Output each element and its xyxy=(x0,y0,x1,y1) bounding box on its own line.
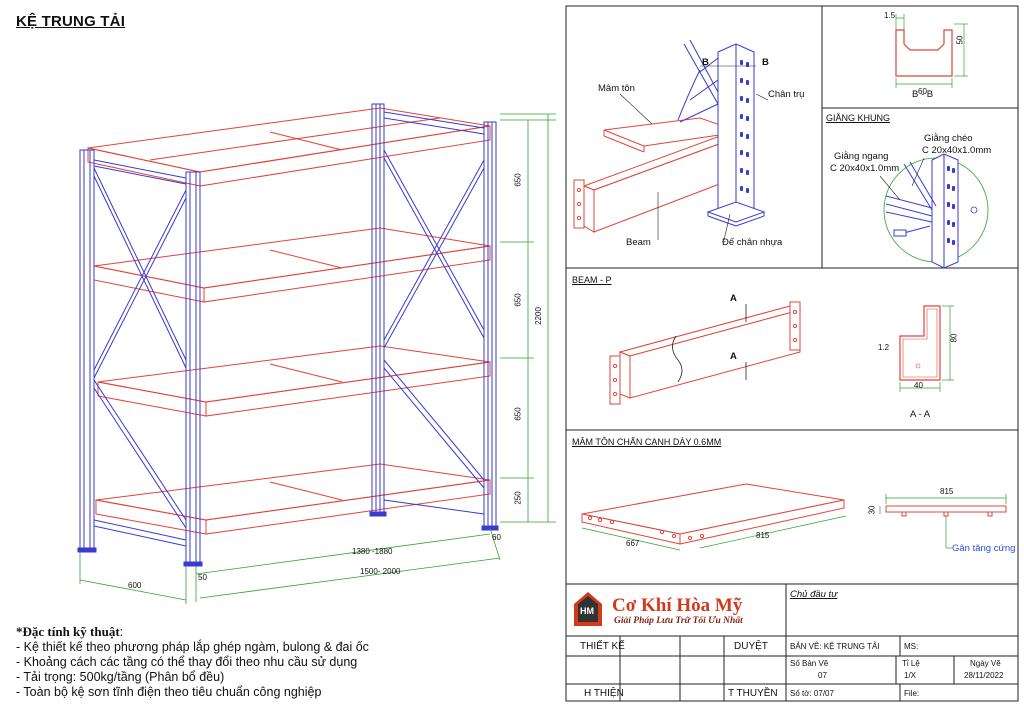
brand-name: Cơ Khí Hòa Mỹ xyxy=(612,595,743,616)
tb-file: File: xyxy=(904,689,920,698)
label-b-right: B xyxy=(762,57,769,68)
shelf-layers xyxy=(87,107,491,535)
giang-ngang-spec: C 20x40x1.0mm xyxy=(830,163,900,174)
brand-slogan: Giải Pháp Lưu Trữ Tối Ưu Nhất xyxy=(614,616,743,626)
technical-specs: *Đặc tính kỹ thuật: - Kệ thiết kế theo p… xyxy=(16,624,369,700)
tb-so-ban-ve-label: Số Bản Vẽ xyxy=(790,659,829,668)
tb-thiet-ke: THIẾT KẾ xyxy=(580,641,625,652)
dim-bottom: 250 xyxy=(513,491,523,505)
giang-khung-title: GIẰNG KHUNG xyxy=(826,113,891,123)
beam-p-title: BEAM - P xyxy=(572,275,612,285)
label-de-chan: Đế chân nhựa xyxy=(722,237,783,248)
dim-post-b: 60 xyxy=(492,533,501,542)
panel-borders xyxy=(565,5,1019,702)
chu-dau-tu: Chủ đầu tư xyxy=(790,589,838,600)
tb-ms: MS: xyxy=(904,642,919,651)
dim-depth: 600 xyxy=(128,581,142,590)
label-b-left: B xyxy=(702,57,709,68)
dim-post-a: 50 xyxy=(198,573,207,582)
side-frames xyxy=(77,103,499,567)
dim-outer-length: 1500- 2000 xyxy=(360,567,401,576)
section-aa-drawing xyxy=(899,305,954,392)
aa-height: 80 xyxy=(949,333,959,343)
page-title: KỆ TRUNG TẢI xyxy=(16,13,126,30)
giang-cheo-label: Giằng chéo xyxy=(924,133,973,144)
specs-colon: : xyxy=(119,625,124,639)
aa-width: 40 xyxy=(914,381,923,390)
label-beam: Beam xyxy=(626,237,651,248)
dim-inner-length: 1380 -1880 xyxy=(352,547,393,556)
rack-main-drawing xyxy=(77,103,556,604)
label-chan-tru: Chân trụ xyxy=(768,89,805,100)
bracing-detail-drawing xyxy=(879,153,989,269)
dim-tier3: 650 xyxy=(513,407,523,421)
beam-p-drawing xyxy=(609,301,802,405)
spec-item: - Tải trọng: 500kg/tầng (Phân bổ đều) xyxy=(16,670,225,684)
label-mam-ton: Mâm tôn xyxy=(598,83,635,94)
tb-t-thuyen: T THUYỀN xyxy=(728,688,778,699)
column-holes xyxy=(740,60,749,193)
mam-ton-depth: 667 xyxy=(626,539,640,548)
bb-thickness: 1.5 xyxy=(884,11,896,20)
tb-ngay-ve: 28/11/2022 xyxy=(964,671,1004,680)
bb-width: 60 xyxy=(918,87,927,96)
shelf-pan-dims xyxy=(581,494,1007,551)
spec-item: - Khoảng cách các tầng có thể thay đổi t… xyxy=(16,655,358,669)
spec-item: - Toàn bộ kệ sơn tĩnh điện theo tiêu chu… xyxy=(16,685,322,699)
beam-p-a-top: A xyxy=(730,293,737,304)
mam-ton-side-height: 30 xyxy=(867,505,877,515)
tb-ti-le: 1/X xyxy=(904,671,917,680)
tb-ngay-ve-label: Ngày Vẽ xyxy=(970,659,1001,668)
giang-ngang-label: Giằng ngang xyxy=(834,151,889,162)
aa-thickness: 1.2 xyxy=(878,343,890,352)
mam-ton-side-length: 815 xyxy=(940,487,954,496)
tb-duyet: DUYỆT xyxy=(734,641,768,652)
main-dimension-lines xyxy=(79,113,556,604)
mam-ton-length: 815 xyxy=(756,531,770,540)
brand-logo: HM xyxy=(574,592,602,626)
tb-so-to: Số tờ: 07/07 xyxy=(790,689,834,698)
mam-ton-title: MÂM TÔN CHẤN CẠNH DÀY 0.6MM xyxy=(572,437,722,447)
tb-h-thien: H THIỆN xyxy=(584,688,624,699)
svg-text:HM: HM xyxy=(580,606,594,616)
tb-so-ban-ve: 07 xyxy=(818,671,827,680)
spec-item: - Kệ thiết kế theo phương pháp lắp ghép … xyxy=(16,640,369,654)
shelf-pan-drawing xyxy=(581,483,1007,545)
giang-cheo-spec: C 20x40x1.0mm xyxy=(922,145,992,156)
specs-heading: *Đặc tính kỹ thuật xyxy=(16,624,120,639)
section-bb-drawing xyxy=(895,14,968,88)
aa-label: A - A xyxy=(910,409,931,420)
mam-ton-stiffener: Gân tăng cứng xyxy=(952,543,1016,554)
detail-column-beam xyxy=(573,39,769,241)
dim-tier2: 650 xyxy=(513,293,523,307)
tb-ti-le-label: Tỉ Lệ xyxy=(902,659,920,668)
tb-ban-ve: BẢN VẼ: KỆ TRUNG TẢI xyxy=(790,642,880,651)
dim-tier1: 650 xyxy=(513,173,523,187)
bb-height: 50 xyxy=(955,35,965,45)
bb-label: B - B xyxy=(912,89,934,100)
beam-p-a-bottom: A xyxy=(730,351,737,362)
dim-height: 2200 xyxy=(533,307,543,325)
